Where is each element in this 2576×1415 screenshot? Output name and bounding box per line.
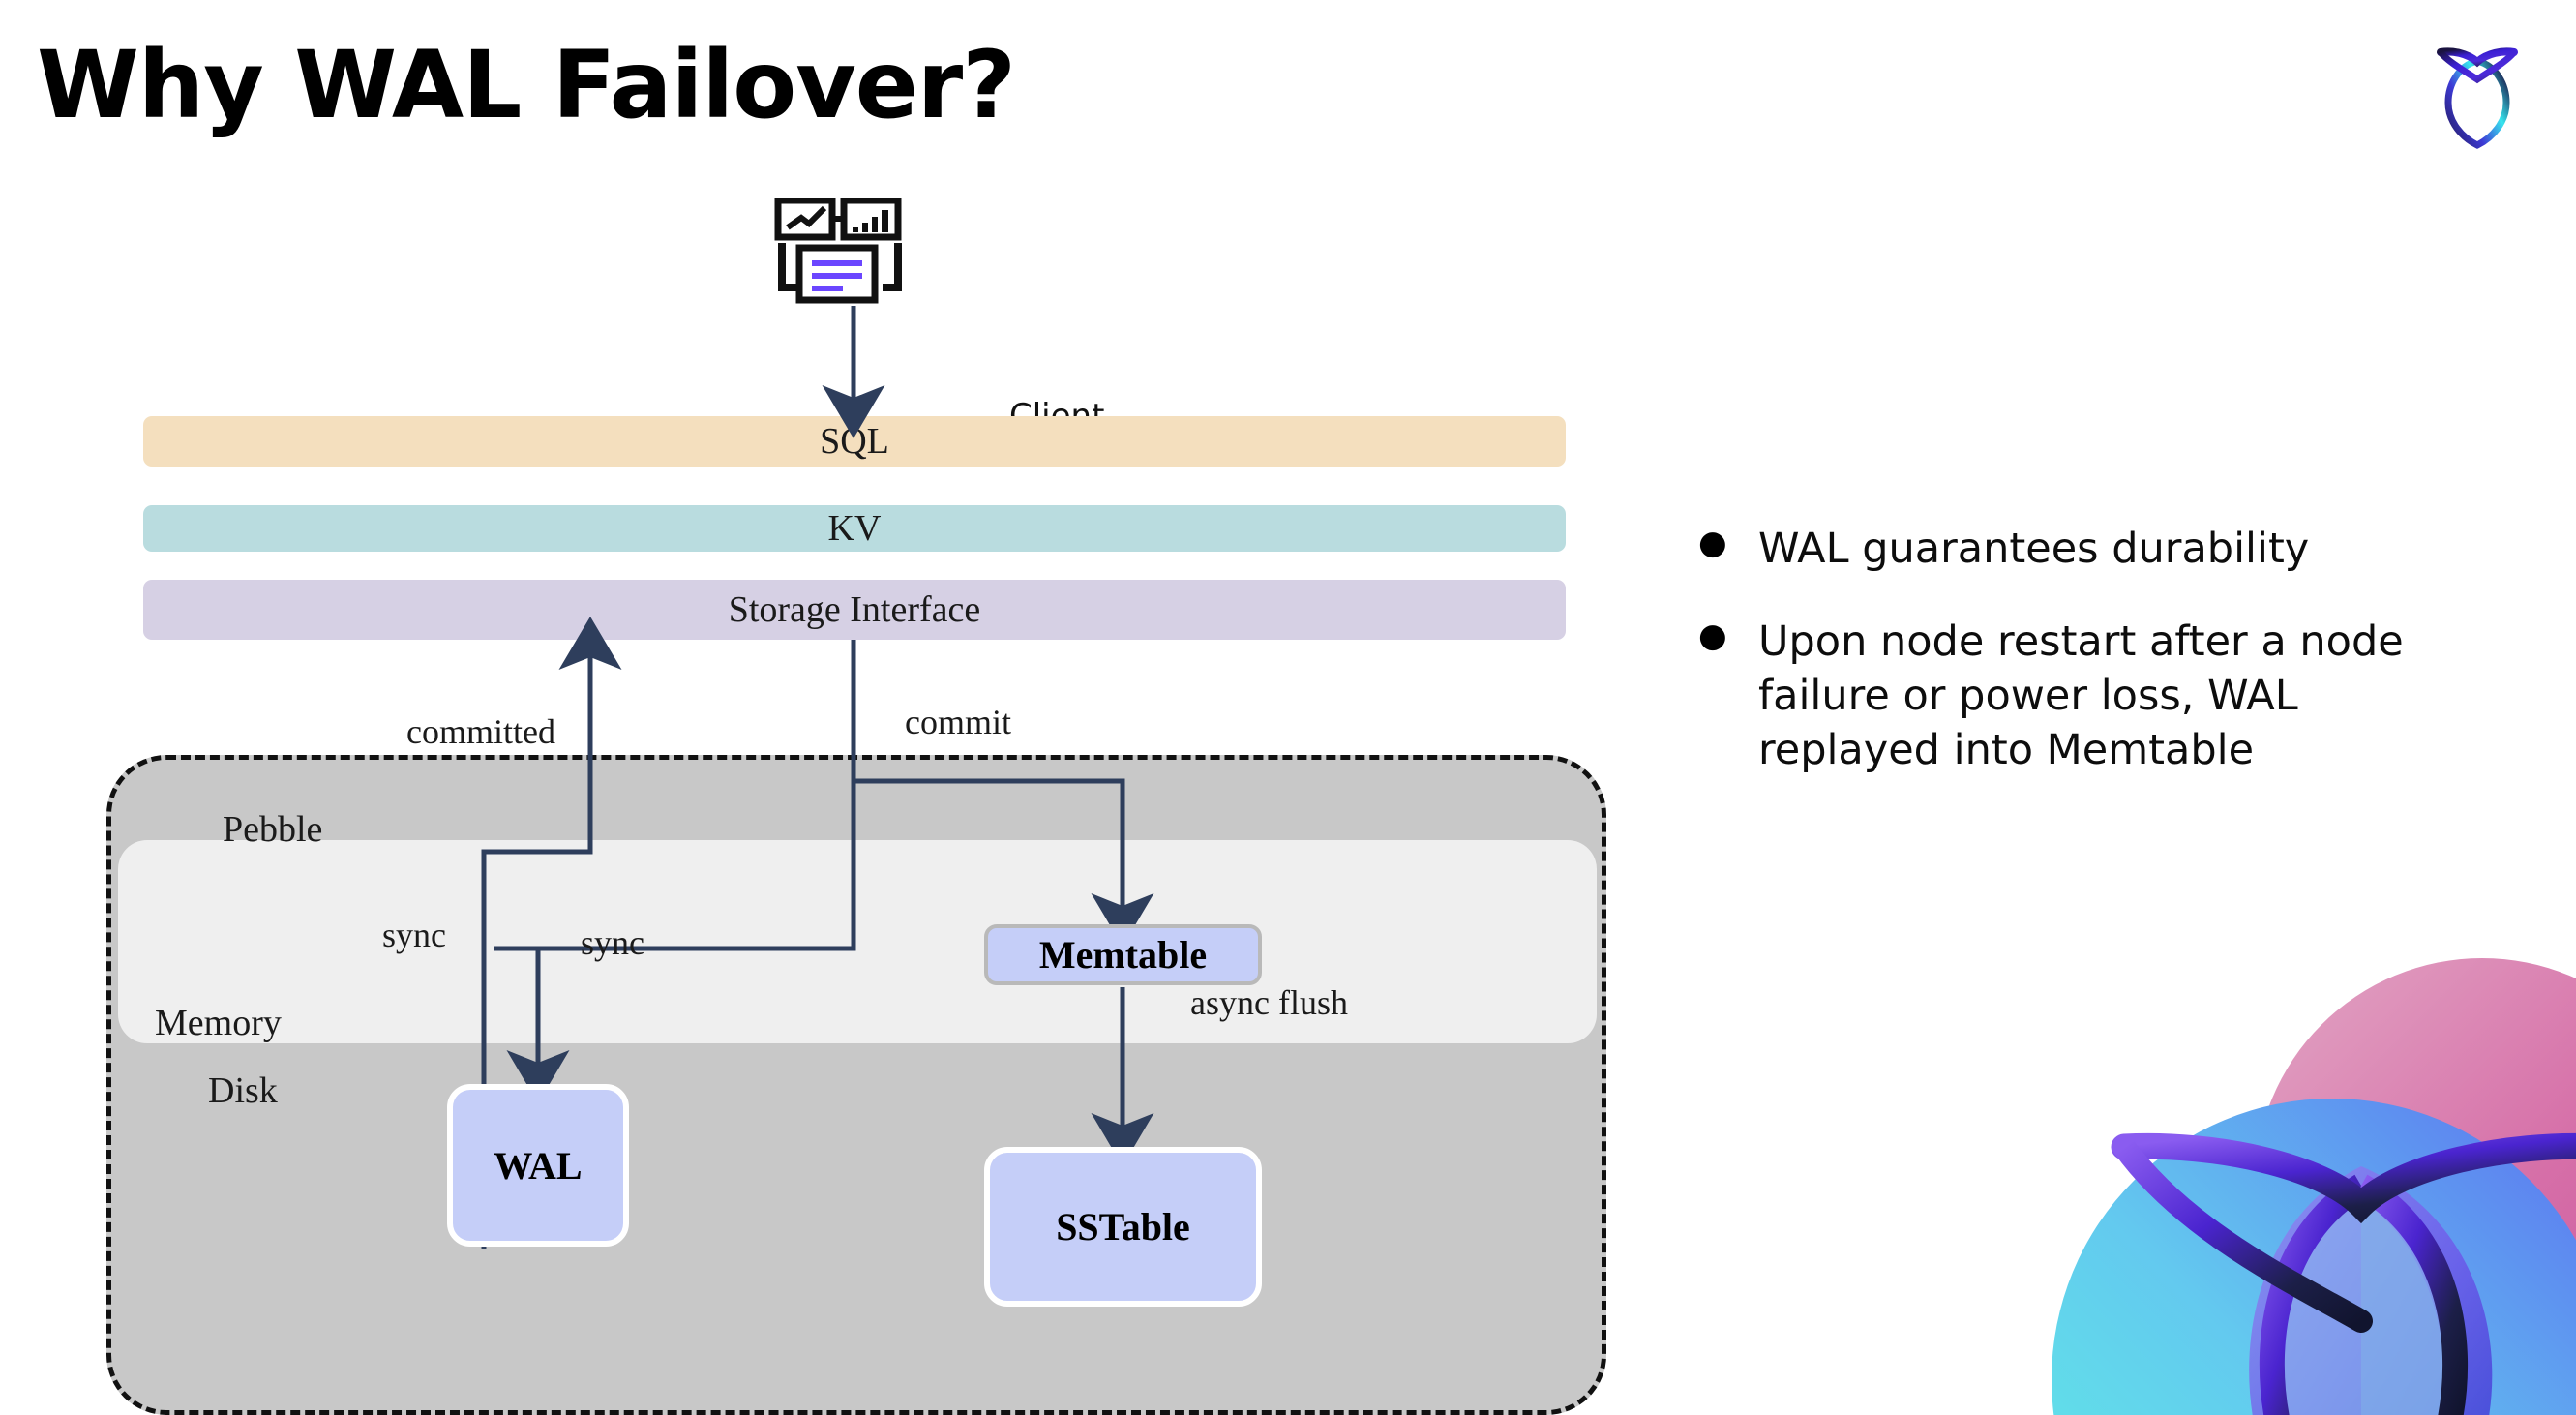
layer-label-storage-interface: Storage Interface [728,589,981,630]
cockroach-labs-watermark-icon [1945,924,2576,1415]
edge-label-commit: commit [905,703,1011,741]
memory-label: Memory [155,1003,282,1043]
list-item: ● WAL guarantees durability [1698,523,2492,577]
pebble-label: Pebble [223,809,323,850]
node-wal[interactable]: WAL [447,1084,629,1247]
bullet-list: ● WAL guarantees durability ● Upon node … [1698,523,2492,817]
layer-label-kv: KV [827,508,882,549]
bullet-marker-icon: ● [1698,616,1727,655]
edge-label-async-flush: async flush [1190,983,1348,1022]
edge-label-sync-1: sync [382,916,446,954]
bullet-marker-icon: ● [1698,524,1727,562]
node-memtable-label: Memtable [1038,933,1208,977]
page-title: Why WAL Failover? [37,31,1016,139]
disk-label: Disk [208,1070,278,1111]
architecture-diagram: Client SQL KV Storage Interface Pebble M… [0,174,1645,1415]
edge-label-sync-2: sync [581,923,644,962]
node-wal-label: WAL [494,1143,583,1188]
client-dashboard-icon [774,196,929,305]
bullet-text: Upon node restart after a node failure o… [1758,617,2404,774]
node-sstable-label: SSTable [1056,1205,1190,1249]
layer-bar-storage-interface[interactable]: Storage Interface [143,580,1566,640]
diagram-edges [481,306,1154,1249]
layer-bar-kv[interactable]: KV [143,505,1566,552]
node-sstable[interactable]: SSTable [984,1147,1262,1307]
bullet-text: WAL guarantees durability [1758,525,2310,573]
memory-container [118,840,1597,1043]
edge-label-committed: committed [406,712,555,751]
cockroach-labs-logo-icon [2419,29,2535,155]
list-item: ● Upon node restart after a node failure… [1698,616,2492,778]
node-memtable[interactable]: Memtable [984,924,1262,985]
